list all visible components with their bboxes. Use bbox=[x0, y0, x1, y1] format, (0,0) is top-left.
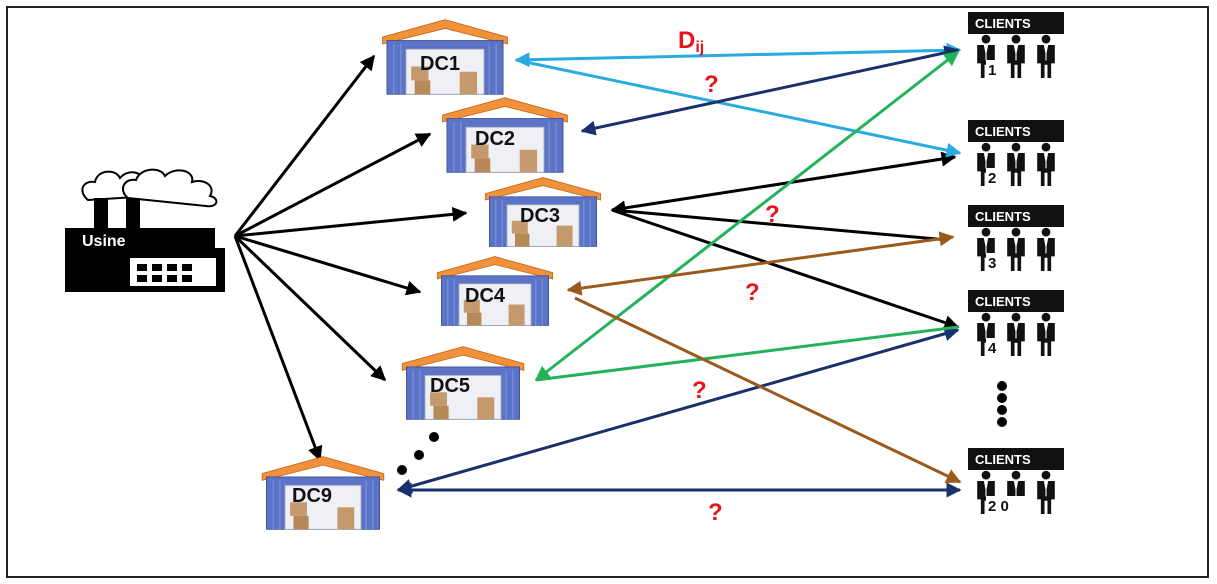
person-icon bbox=[1036, 142, 1056, 186]
arrow-dc3-client4 bbox=[611, 208, 960, 330]
warehouse-label: DC9 bbox=[292, 485, 332, 507]
clients-number: 1 bbox=[988, 62, 996, 79]
warehouse-label: DC2 bbox=[475, 128, 515, 150]
arrow-usine-dc5 bbox=[233, 234, 387, 382]
arrow-dc3-client3 bbox=[611, 208, 949, 242]
question-mark: ? bbox=[704, 71, 719, 98]
warehouse-dc3: DC3 bbox=[484, 176, 602, 248]
warehouse-label: DC4 bbox=[465, 285, 506, 307]
arrow-dc1-client1 bbox=[514, 42, 962, 68]
ellipsis-dots bbox=[397, 381, 1007, 475]
ellipsis-dot bbox=[414, 450, 424, 460]
clients-number-bg bbox=[986, 168, 1000, 186]
green-arrows bbox=[534, 50, 960, 382]
clients-icon: CLIENTS 4 bbox=[968, 290, 1064, 357]
person-icon bbox=[1036, 34, 1056, 78]
arrow-dc3-client2 bbox=[610, 151, 957, 216]
clients-icon: CLIENTS 1 bbox=[968, 12, 1064, 79]
question-mark: ? bbox=[708, 499, 723, 526]
ellipsis-dot bbox=[997, 393, 1007, 403]
person-icon bbox=[1036, 470, 1056, 514]
clients-number: 4 bbox=[988, 340, 997, 357]
person-icon bbox=[1006, 312, 1026, 356]
question-marks: ? ? ? ? ? bbox=[692, 71, 780, 526]
factory-icon: Usine bbox=[65, 168, 225, 292]
clients-title: CLIENTS bbox=[975, 124, 1031, 139]
clients-banner bbox=[968, 205, 1064, 227]
arrow-dc4-client20 bbox=[574, 296, 962, 484]
person-icon bbox=[1006, 34, 1026, 78]
clients-icon: CLIENTS 3 bbox=[968, 205, 1064, 272]
warehouse-dc5: DC5 bbox=[401, 345, 525, 421]
clients-title: CLIENTS bbox=[975, 452, 1031, 467]
warehouse-dc9: DC9 bbox=[261, 455, 385, 531]
clients-number: 3 bbox=[988, 255, 996, 272]
arrow-dc5-client1 bbox=[534, 50, 960, 382]
warehouse-label: DC3 bbox=[520, 205, 560, 227]
arrow-usine-dc2 bbox=[234, 132, 432, 238]
clients-number: 2 0 bbox=[988, 498, 1009, 515]
clients-title: CLIENTS bbox=[975, 16, 1031, 31]
clients-banner bbox=[968, 448, 1064, 470]
arrow-usine-dc3 bbox=[234, 206, 468, 238]
warehouse-dc2: DC2 bbox=[441, 97, 569, 173]
person-icon bbox=[1036, 312, 1056, 356]
arrow-dc1-client2 bbox=[515, 58, 962, 158]
question-mark: ? bbox=[765, 201, 780, 228]
arrow-dc4-client3 bbox=[566, 231, 955, 296]
ellipsis-dot bbox=[397, 465, 407, 475]
person-icon bbox=[1036, 227, 1056, 271]
question-mark: ? bbox=[692, 377, 707, 404]
arrow-dc5-client4 bbox=[535, 325, 959, 382]
clients-icon: CLIENTS 2 0 bbox=[968, 448, 1064, 515]
clients-title: CLIENTS bbox=[975, 294, 1031, 309]
clients-icon: CLIENTS 2 bbox=[968, 120, 1064, 187]
person-icon bbox=[1006, 227, 1026, 271]
arrow-usine-dc4 bbox=[234, 234, 422, 296]
factory-label: Usine bbox=[82, 233, 126, 250]
ellipsis-dot bbox=[429, 432, 439, 442]
clients-number-bg bbox=[986, 60, 1000, 78]
warehouse-label: DC1 bbox=[420, 53, 460, 75]
clients-number-bg bbox=[986, 253, 1000, 271]
warehouse-dc1: DC1 bbox=[381, 19, 509, 95]
distance-label: Dij bbox=[678, 27, 704, 56]
clients-banner bbox=[968, 12, 1064, 34]
usine-to-dc-arrows bbox=[233, 54, 468, 462]
ellipsis-dot bbox=[997, 405, 1007, 415]
clients-column: CLIENTS1CLIENTS2CLIENTS3CLIENTS4CLIENTS2… bbox=[968, 12, 1064, 515]
clients-title: CLIENTS bbox=[975, 209, 1031, 224]
arrow-usine-dc9 bbox=[233, 235, 323, 462]
arrow-usine-dc1 bbox=[233, 54, 376, 237]
arrow-client1-dc2 bbox=[580, 45, 960, 136]
warehouse-dc4: DC4 bbox=[436, 255, 554, 327]
brown-arrows bbox=[566, 231, 962, 484]
clients-number-bg bbox=[986, 338, 1000, 356]
warehouse-label: DC5 bbox=[430, 375, 470, 397]
person-icon bbox=[1006, 142, 1026, 186]
clients-number: 2 bbox=[988, 170, 996, 187]
clients-banner bbox=[968, 290, 1064, 312]
clients-banner bbox=[968, 120, 1064, 142]
clients-number-bg bbox=[986, 496, 1028, 514]
ellipsis-dot bbox=[997, 417, 1007, 427]
question-mark: ? bbox=[745, 279, 760, 306]
ellipsis-dot bbox=[997, 381, 1007, 391]
